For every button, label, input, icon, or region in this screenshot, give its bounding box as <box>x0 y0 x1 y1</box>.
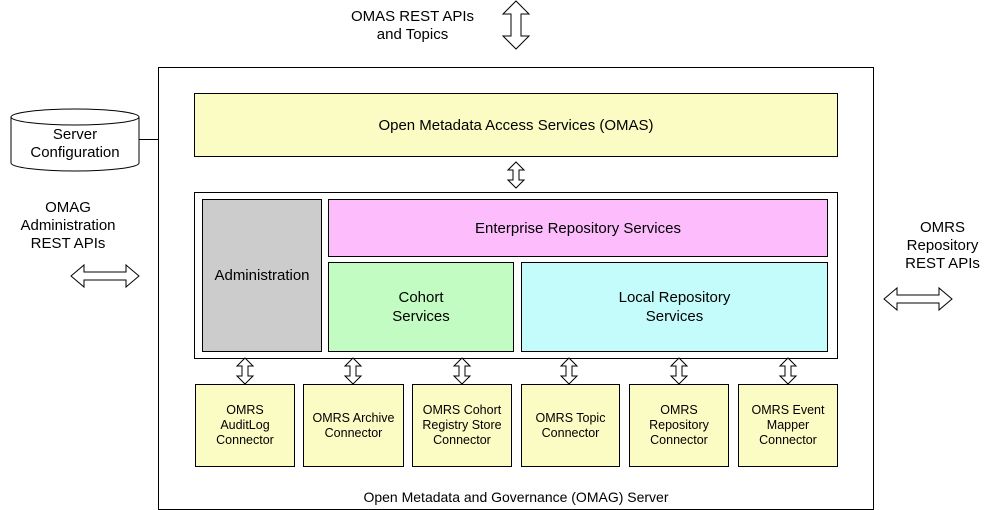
local-repository-services-box: Local Repository Services <box>521 262 828 352</box>
omas-box: Open Metadata Access Services (OMAS) <box>194 93 838 157</box>
omag-administration-label: OMAG Administration REST APIs <box>20 199 116 252</box>
administration-box: Administration <box>202 199 322 352</box>
double-arrow-icon <box>70 264 140 288</box>
double-arrow-icon <box>236 357 254 385</box>
connector-box: OMRS Cohort Registry Store Connector <box>412 384 512 467</box>
omrs-repository-label: OMRS Repository REST APIs <box>905 219 980 272</box>
omas-rest-apis-label: OMAS REST APIs and Topics <box>350 8 475 43</box>
server-configuration-cylinder <box>10 108 140 172</box>
server-configuration-label: Server Configuration <box>30 126 120 161</box>
double-arrow-icon <box>883 287 953 311</box>
connector-box: OMRS AuditLog Connector <box>195 384 295 467</box>
connector-box: OMRS Topic Connector <box>521 384 620 467</box>
connector-box: OMRS Event Mapper Connector <box>738 384 838 467</box>
double-arrow-icon <box>344 357 362 385</box>
enterprise-repository-services-box: Enterprise Repository Services <box>328 199 828 257</box>
double-arrow-icon <box>502 0 530 50</box>
config-link-line <box>139 139 159 140</box>
double-arrow-icon <box>560 357 578 385</box>
double-arrow-icon <box>779 357 797 385</box>
connector-box: OMRS Archive Connector <box>303 384 404 467</box>
cohort-services-box: Cohort Services <box>328 262 514 352</box>
double-arrow-icon <box>453 357 471 385</box>
double-arrow-icon <box>507 161 525 189</box>
double-arrow-icon <box>670 357 688 385</box>
omag-server-caption: Open Metadata and Governance (OMAG) Serv… <box>363 489 669 505</box>
connector-box: OMRS Repository Connector <box>629 384 729 467</box>
